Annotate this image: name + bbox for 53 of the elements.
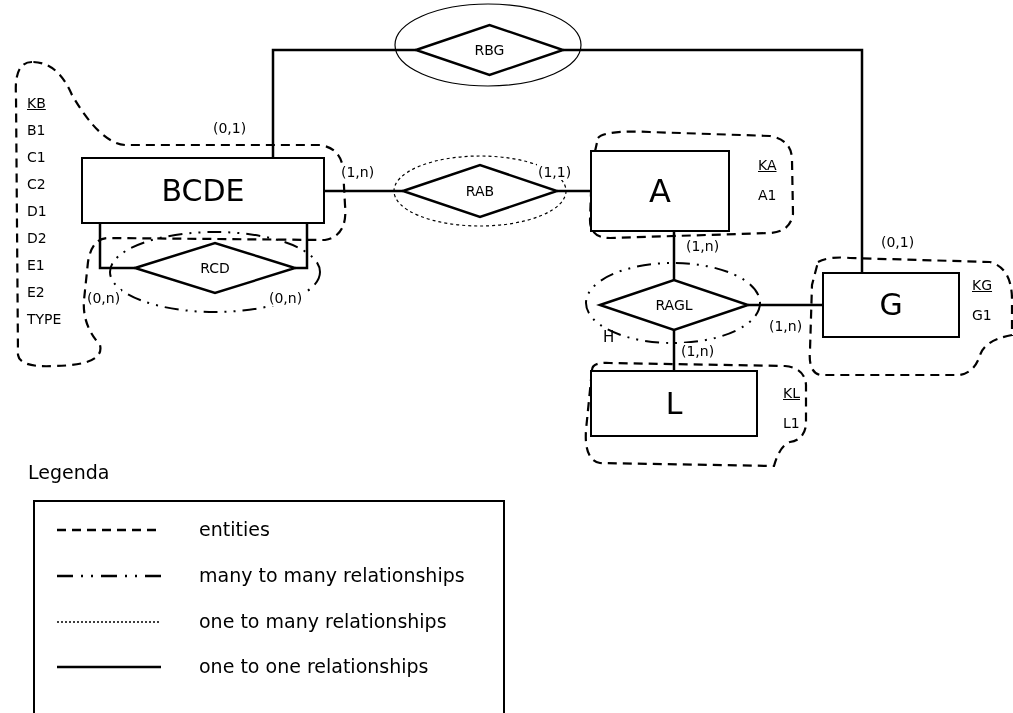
- key-attribute: KG: [972, 276, 993, 295]
- entity-name: G: [879, 290, 903, 320]
- entity-box: [590, 150, 730, 232]
- entity-name: L: [665, 388, 683, 419]
- cardinality-label: (1,n): [680, 343, 716, 359]
- attribute-name: B1: [27, 121, 46, 140]
- legend-text: entities: [199, 520, 270, 539]
- entity-box: [822, 272, 960, 338]
- cardinality-label: (1,n): [685, 238, 721, 254]
- connector-line: [98, 224, 135, 270]
- connector-line: [325, 189, 403, 193]
- cardinality-label: (0,n): [268, 290, 304, 306]
- cardinality-label: (0,n): [86, 290, 122, 306]
- entity-name: BCDE: [161, 175, 245, 206]
- relationship-name: RBG: [474, 43, 505, 57]
- attribute-name: G1: [972, 306, 992, 325]
- cardinality-label: (1,n): [768, 318, 804, 334]
- connector-line: [271, 48, 416, 157]
- legend-text: many to many relationships: [199, 566, 465, 585]
- key-attribute: KL: [783, 384, 800, 403]
- legend-text: one to many relationships: [199, 612, 447, 631]
- attribute-name: H: [603, 330, 615, 345]
- entity-name: A: [649, 175, 671, 207]
- cardinality-label: (1,n): [340, 164, 376, 180]
- key-attribute: KA: [758, 156, 777, 175]
- relationship-name: RAB: [465, 184, 495, 198]
- attribute-name: D2: [27, 229, 47, 248]
- attribute-name: E1: [27, 256, 45, 275]
- connector-line: [672, 232, 676, 280]
- relationship-diamond: [416, 25, 563, 75]
- relationship-name: RCD: [200, 261, 230, 275]
- entity-box: [590, 370, 758, 437]
- attribute-name: C2: [27, 175, 46, 194]
- connector-line: [557, 189, 590, 193]
- connector-line: [295, 224, 309, 270]
- cardinality-label: (1,1): [537, 164, 573, 180]
- attribute-name: C1: [27, 148, 46, 167]
- relationship-diamond: [135, 243, 295, 293]
- cardinality-label: (0,1): [212, 120, 248, 136]
- legend-text: one to one relationships: [199, 657, 429, 676]
- attribute-name: A1: [758, 186, 777, 205]
- entity-box: [81, 157, 325, 224]
- attribute-name: E2: [27, 283, 45, 302]
- connector-line: [748, 303, 822, 307]
- key-attribute: KB: [27, 94, 46, 113]
- attribute-name: L1: [783, 414, 800, 433]
- connector-line: [563, 48, 864, 272]
- attribute-name: D1: [27, 202, 47, 221]
- connector-line: [672, 330, 676, 370]
- attribute-name: TYPE: [27, 310, 62, 329]
- cardinality-label: (0,1): [880, 234, 916, 250]
- legend-title: Legenda: [28, 463, 110, 482]
- relationship-name: RAGL: [655, 298, 693, 312]
